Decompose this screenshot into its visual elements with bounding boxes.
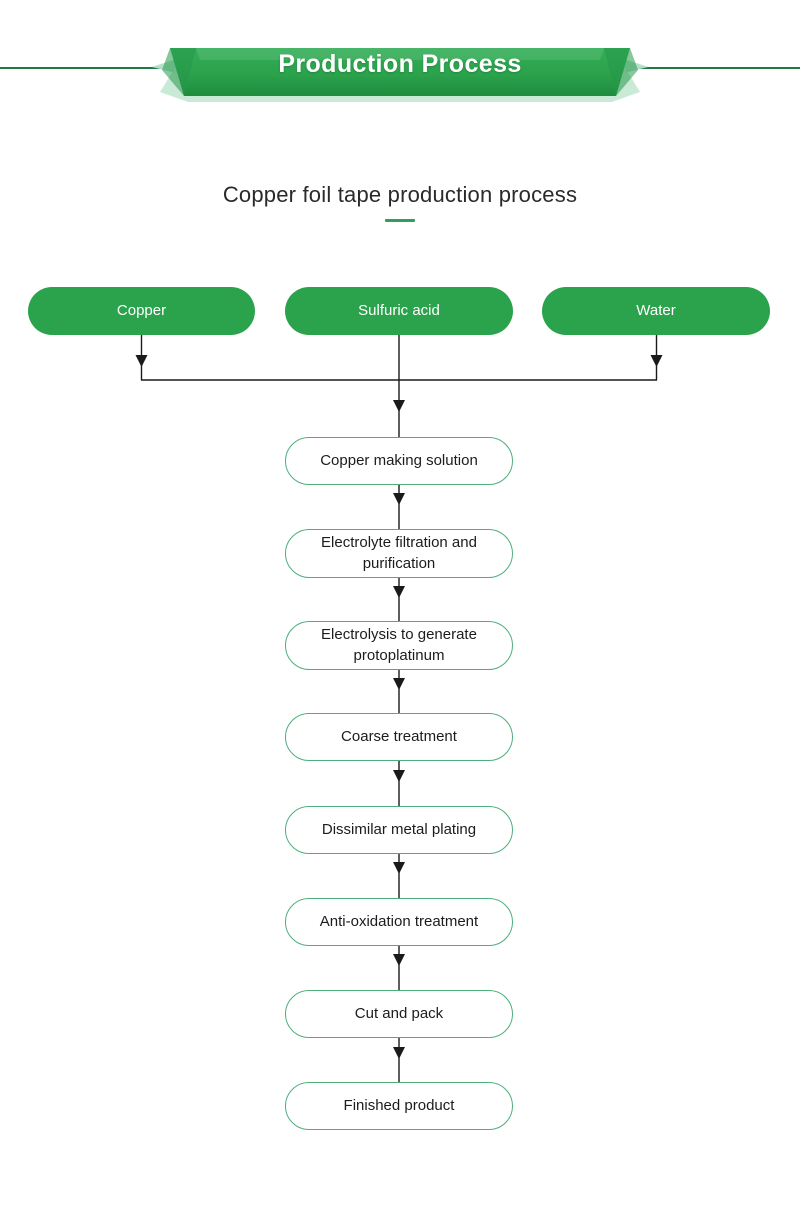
- arrowhead-4-5: [393, 770, 405, 782]
- arrowhead-7-8: [393, 1047, 405, 1059]
- flow-input-water[interactable]: Water: [542, 287, 770, 335]
- arrowhead-3-4: [393, 678, 405, 690]
- production-process-banner: Production Process: [0, 40, 800, 110]
- flow-input-water-label: Water: [636, 302, 676, 319]
- arrowhead-merge: [393, 400, 405, 412]
- flow-step-coarse-treatment[interactable]: Coarse treatment: [285, 713, 513, 761]
- flow-input-copper[interactable]: Copper: [28, 287, 255, 335]
- arrowhead-2-3: [393, 586, 405, 598]
- flow-step-label: Cut and pack: [354, 1004, 444, 1022]
- banner-sheen: [196, 48, 604, 60]
- flow-step-cut-and-pack[interactable]: Cut and pack: [285, 990, 513, 1038]
- flow-step-dissimilar-metal-plating[interactable]: Dissimilar metal plating: [285, 806, 513, 854]
- flow-step-label: Copper making solution: [320, 451, 478, 469]
- banner-left-bevel: [162, 48, 196, 96]
- arrowhead-5-6: [393, 862, 405, 874]
- arrowhead-copper: [135, 355, 148, 367]
- flow-step-electrolysis-to-generate-protoplatinum[interactable]: Electrolysis to generate protoplatinum: [285, 621, 513, 670]
- banner-right-bevel: [604, 48, 638, 96]
- banner-title: Production Process: [278, 50, 522, 78]
- flow-input-sulfuric-acid-label: Sulfuric acid: [358, 302, 440, 319]
- flow-input-sulfuric-acid[interactable]: Sulfuric acid: [285, 287, 513, 335]
- banner-ribbon-shape: [152, 48, 648, 102]
- arrowhead-water: [650, 355, 663, 367]
- flow-step-finished-product[interactable]: Finished product: [285, 1082, 513, 1130]
- arrowhead-6-7: [393, 954, 405, 966]
- flow-step-copper-making-solution[interactable]: Copper making solution: [285, 437, 513, 485]
- flow-step-label: Electrolyte filtration and purification: [321, 534, 477, 572]
- flow-step-anti-oxidation-treatment[interactable]: Anti-oxidation treatment: [285, 898, 513, 946]
- flow-step-label: Coarse treatment: [341, 727, 457, 745]
- section-title: Copper foil tape production process: [222, 182, 578, 207]
- flow-step-label: Finished product: [343, 1096, 455, 1114]
- banner-body: [170, 48, 630, 96]
- flow-step-label: Dissimilar metal plating: [321, 820, 477, 838]
- flow-step-label: Electrolysis to generate protoplatinum: [321, 626, 477, 664]
- arrowhead-1-2: [393, 493, 405, 505]
- flow-step-electrolyte-filtration-and-purification[interactable]: Electrolyte filtration and purification: [285, 529, 513, 578]
- flow-input-copper-label: Copper: [116, 302, 167, 319]
- section-title-underline: [385, 219, 415, 222]
- flow-step-label: Anti-oxidation treatment: [319, 912, 479, 930]
